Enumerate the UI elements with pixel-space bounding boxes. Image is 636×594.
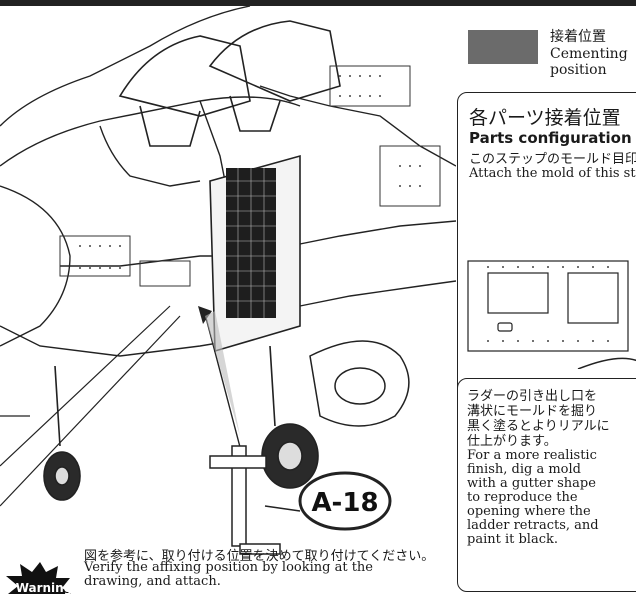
panel-title-en: Parts configuration bbox=[469, 129, 632, 147]
note-jp: ラダーの引き出し口を 溝状にモールドを掘り 黒く塗るとよりリアルに 仕上がります… bbox=[467, 389, 610, 449]
cementing-swatch bbox=[468, 30, 538, 64]
note-en-line: paint it black. bbox=[467, 532, 558, 547]
note-jp-line: 仕上がります。 bbox=[467, 434, 557, 449]
engine-pod bbox=[309, 340, 410, 427]
warning-text-en: Verify the affixing position by looking … bbox=[84, 561, 373, 589]
ladder-panel bbox=[209, 154, 301, 353]
warning-badge: Warning bbox=[6, 562, 73, 594]
ladder-part bbox=[209, 445, 281, 555]
note-en-line: with a gutter shape bbox=[467, 476, 596, 491]
aircraft-illustration: A-18 bbox=[0, 6, 456, 555]
warning-en-line: drawing, and attach. bbox=[84, 574, 221, 589]
warning-burst-icon bbox=[6, 562, 71, 594]
legend-label-en: Cementing position bbox=[550, 46, 628, 78]
panel-title-jp: 各パーツ接着位置 bbox=[469, 107, 621, 129]
callout-lines bbox=[0, 305, 181, 507]
panel-desc-jp: このステップのモールド目印に取り付けます。 bbox=[469, 152, 636, 167]
note-en-line: For a more realistic bbox=[467, 448, 597, 463]
note-jp-line: ラダーの引き出し口を bbox=[467, 389, 598, 404]
note-jp-line: 黒く塗るとよりリアルに bbox=[467, 419, 610, 434]
tip-note-box: ラダーの引き出し口を 溝状にモールドを掘り 黒く塗るとよりリアルに 仕上がります… bbox=[457, 378, 636, 592]
part-label: A-18 bbox=[311, 488, 378, 518]
legend-label-jp: 接着位置 bbox=[550, 29, 606, 45]
part-label-bubble: A-18 bbox=[264, 471, 392, 531]
warning-text-jp: 図を参考に、取り付ける位置を決めて取り付けてください。 bbox=[84, 549, 435, 564]
note-en-line: finish, dig a mold bbox=[467, 462, 581, 477]
rivet-pattern bbox=[79, 75, 421, 269]
panel-description: このステップのモールド目印に取り付けます。 Attach the mold of… bbox=[469, 153, 636, 181]
panel-desc-en: Attach the mold of this step to the ma bbox=[469, 166, 636, 181]
detail-illustration bbox=[467, 260, 636, 369]
warning-en-line: Verify the affixing position by looking … bbox=[84, 560, 373, 575]
note-en-line: opening where the bbox=[467, 504, 591, 519]
note-en-line: ladder retracts, and bbox=[467, 518, 599, 533]
top-rule bbox=[0, 0, 636, 6]
note-en: For a more realistic finish, dig a mold … bbox=[467, 449, 599, 547]
canopy bbox=[118, 20, 341, 147]
note-jp-line: 溝状にモールドを掘り bbox=[467, 404, 598, 419]
note-en-line: to reproduce the bbox=[467, 490, 578, 505]
warning-badge-label: Warning bbox=[16, 581, 73, 594]
fuselage-panels bbox=[59, 65, 441, 287]
landing-gear bbox=[43, 345, 319, 501]
attach-arrow bbox=[198, 306, 246, 467]
